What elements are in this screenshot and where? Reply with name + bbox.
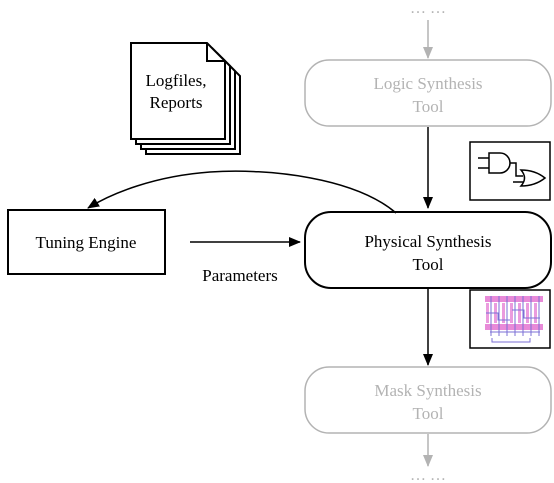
- logic-synthesis-label-line1: Logic Synthesis: [373, 74, 482, 93]
- top-ellipsis: … …: [410, 0, 446, 17]
- tuning-engine-node: Tuning Engine: [7, 209, 166, 275]
- mask-synthesis-label-line1: Mask Synthesis: [374, 381, 481, 400]
- logic-gates-icon: [469, 141, 551, 201]
- mask-synthesis-label-line2: Tool: [413, 404, 444, 423]
- logfiles-label-line2: Reports: [150, 93, 203, 112]
- parameters-label: Parameters: [202, 266, 278, 285]
- logic-synthesis-label-line2: Tool: [413, 97, 444, 116]
- feedback-arrow: [87, 170, 397, 214]
- logic-synthesis-node: Logic Synthesis Tool: [304, 59, 552, 127]
- physical-synthesis-label-line2: Tool: [413, 255, 444, 274]
- bottom-ellipsis: … …: [410, 467, 446, 483]
- logfiles-reports-document-stack: Logfiles, Reports: [130, 42, 241, 155]
- tuning-engine-label: Tuning Engine: [36, 233, 137, 252]
- physical-synthesis-node: Physical Synthesis Tool: [304, 211, 552, 289]
- logfiles-label-line1: Logfiles,: [146, 71, 207, 90]
- mask-synthesis-node: Mask Synthesis Tool: [304, 366, 552, 434]
- physical-synthesis-label-line1: Physical Synthesis: [364, 232, 491, 251]
- chip-layout-icon: [469, 289, 551, 349]
